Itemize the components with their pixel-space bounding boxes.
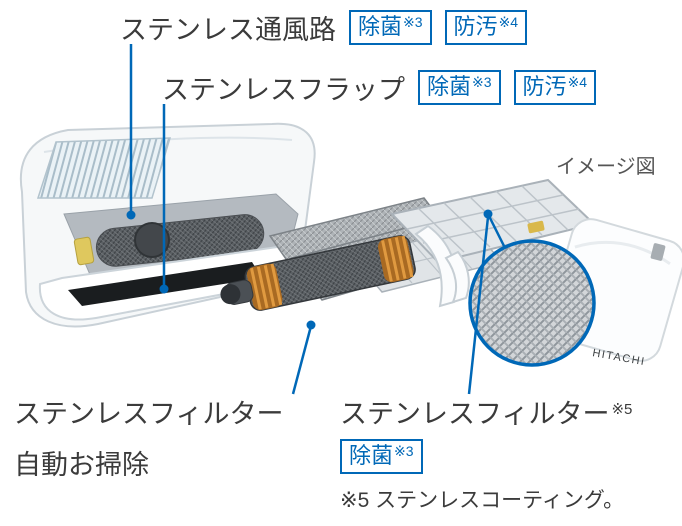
- callout-filter-clean: ステンレスフィルター 自動お掃除: [14, 392, 283, 482]
- flap-label: ステンレスフラップ: [162, 75, 405, 105]
- filter-badge-sterilize: 除菌※3: [340, 439, 423, 475]
- air-path-label: ステンレス通風路: [120, 15, 336, 45]
- filter-tag: [527, 220, 545, 234]
- panel-chip: [650, 243, 666, 261]
- badge-text: 除菌: [427, 73, 472, 99]
- filter-label-row: ステンレスフィルター※5: [340, 392, 632, 431]
- callout-filter: ステンレスフィルター※5 除菌※3 ※5 ステンレスコーティング。: [340, 392, 632, 514]
- badge-sup: ※4: [498, 13, 519, 30]
- crossflow-fan: [95, 214, 265, 267]
- badge-text: 防汚: [453, 13, 498, 39]
- callout-dots: [126, 209, 493, 330]
- heat-exchanger-fins: [36, 137, 172, 199]
- badge-sup: ※4: [567, 73, 588, 90]
- badge-sup: ※3: [472, 73, 492, 90]
- fan-end-cap: [134, 222, 170, 258]
- image-note: イメージ図: [556, 156, 656, 178]
- indoor-unit-opened: [19, 122, 316, 328]
- filter-clean-line1: ステンレスフィルター: [14, 399, 284, 429]
- filter-label-sup: ※5: [611, 401, 633, 418]
- badge-text: 除菌: [349, 443, 394, 468]
- badge-sup: ※3: [394, 443, 414, 459]
- roller-coil-right: [377, 235, 414, 283]
- filter-clean-line2: 自動お掃除: [14, 450, 149, 480]
- filter-holder-arms: [414, 224, 470, 308]
- flap-badge-antifoul: 防汚※4: [513, 69, 597, 106]
- yellow-part: [73, 236, 95, 266]
- badge-text: 除菌: [358, 13, 403, 39]
- air-path-badge-sterilize: 除菌※3: [349, 9, 432, 46]
- badge-sup: ※3: [403, 13, 423, 30]
- mesh-closeup-inset: [468, 239, 596, 367]
- air-path-badge-antifoul: 防汚※4: [444, 9, 528, 46]
- filter-footnote: ※5 ステンレスコーティング。: [340, 489, 625, 513]
- roller-coil-left: [246, 263, 283, 311]
- callout-lines: [129, 44, 506, 395]
- filter-label: ステンレスフィルター: [340, 399, 610, 429]
- callout-air-path: ステンレス通風路 除菌※3 防汚※4: [120, 8, 528, 47]
- badge-text: 防汚: [522, 73, 567, 99]
- flap-badge-sterilize: 除菌※3: [418, 69, 501, 106]
- filter-cleaning-roller: [220, 235, 416, 311]
- callout-flap: ステンレスフラップ 除菌※3 防汚※4: [162, 68, 597, 107]
